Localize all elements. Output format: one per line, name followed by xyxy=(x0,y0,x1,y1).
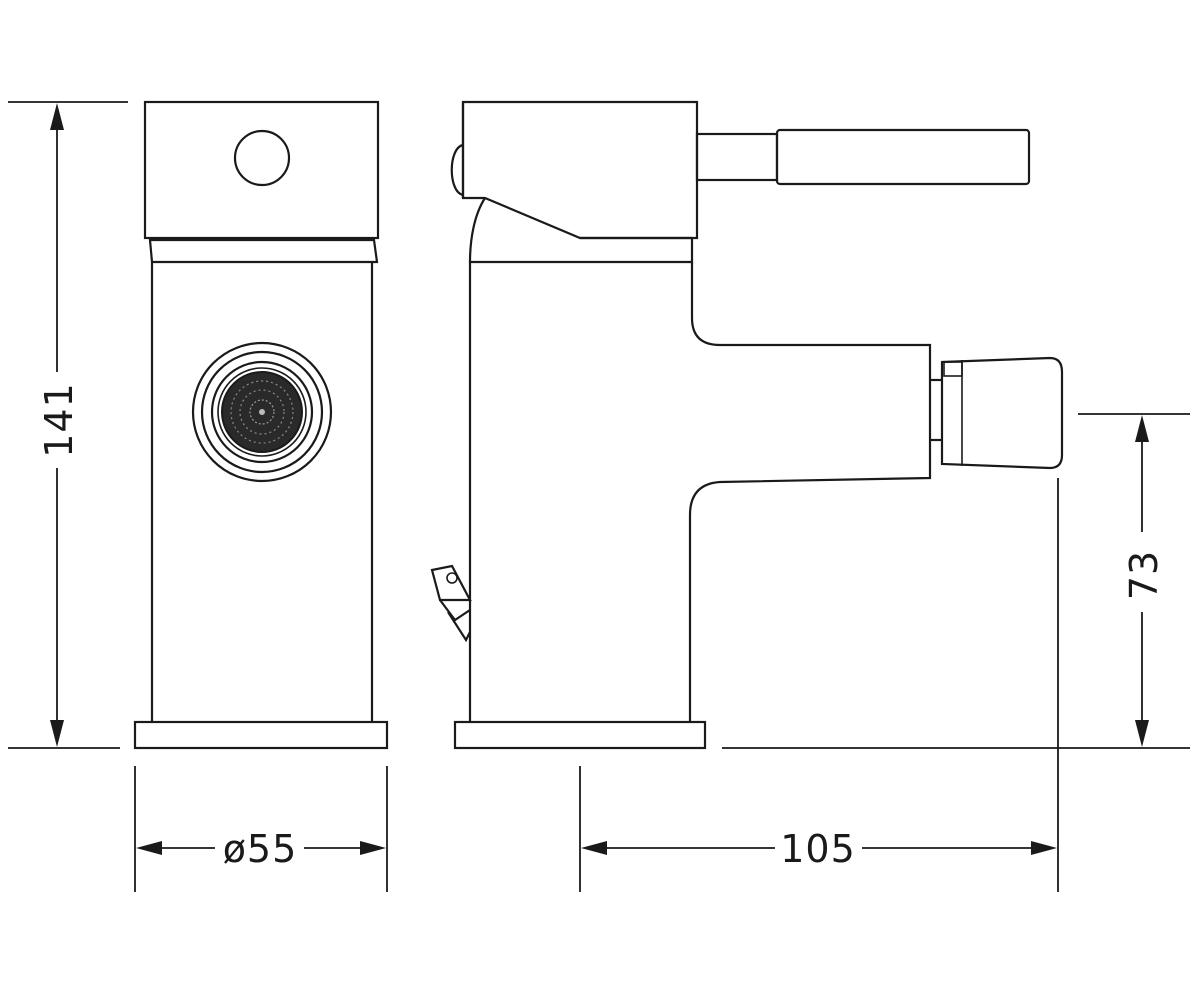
dim-label-105: 105 xyxy=(780,827,856,871)
dim-label-55: ø55 xyxy=(223,827,298,871)
dim-label-141: 141 xyxy=(37,382,81,458)
front-view xyxy=(133,100,389,750)
dimension-outlet-height: 73 xyxy=(722,413,1190,749)
front-base-plate xyxy=(133,720,389,750)
front-aerator xyxy=(191,341,333,483)
side-body xyxy=(468,262,932,722)
side-popup-rod xyxy=(430,564,472,643)
side-outlet-nozzle xyxy=(930,356,1064,470)
dim-label-73: 73 xyxy=(1122,550,1166,600)
side-handle-knob xyxy=(450,143,464,197)
side-base-plate xyxy=(453,720,707,750)
front-handle-block xyxy=(143,100,380,240)
side-collar xyxy=(468,197,694,264)
side-view xyxy=(430,100,1064,750)
front-handle-hole xyxy=(233,129,291,187)
dimension-projection: 105 xyxy=(579,478,1059,892)
side-lever xyxy=(695,128,1031,186)
front-collar xyxy=(148,238,379,264)
side-handle-block xyxy=(461,100,699,240)
dimension-base-diameter: ø55 xyxy=(134,766,388,892)
front-body xyxy=(150,262,374,722)
dimension-height-total: 141 xyxy=(8,101,128,749)
